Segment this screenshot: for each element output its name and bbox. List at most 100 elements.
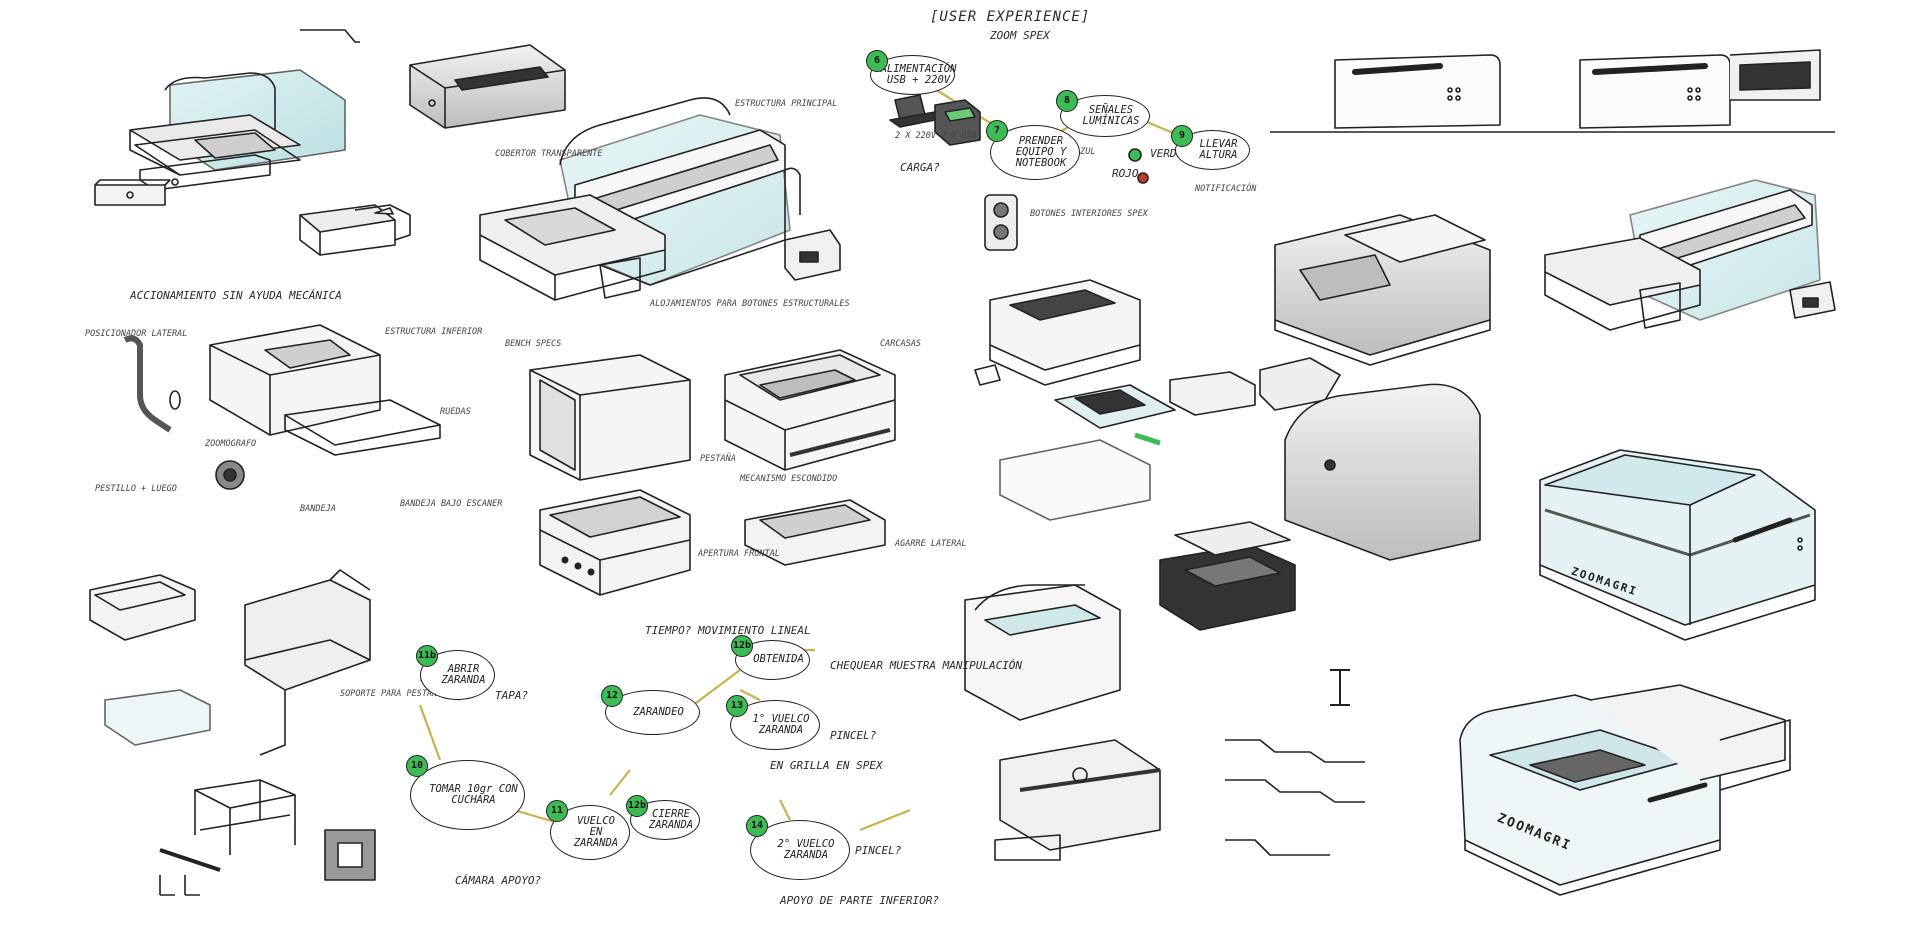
ux-step-obtenida: 12b OBTENIDA [731, 635, 810, 680]
note-chequear: CHEQUEAR MUESTRA MANIPULACIÓN [830, 659, 1023, 672]
ux-step-14-label: 2° VUELCO ZARANDA [777, 837, 835, 861]
ux-step-cierre-label: CIERRE ZARANDA [648, 807, 694, 831]
sketch-status-lights [1128, 148, 1149, 184]
sketch-main-unit-copy [1544, 179, 1836, 331]
ux-step-13-label: 1° VUELCO ZARANDA [752, 712, 810, 736]
section-bench: BENCH SPECS [505, 339, 562, 349]
ux-step-6: 6 ALIMENTACIÓN USB + 220V [866, 50, 957, 95]
note-carga: CARGA? [900, 161, 940, 174]
note-agarre: AGARRE LATERAL [895, 539, 967, 549]
note-tapa: TAPA? [495, 689, 529, 702]
section-carcasas: CARCASAS [880, 339, 921, 349]
sketch-notebook [889, 94, 946, 128]
note-bandeja-bajo: BANDEJA BAJO ESCANER [400, 499, 503, 509]
note-pincel-2: PINCEL? [855, 844, 902, 857]
sketch-frame-exploded [123, 324, 441, 490]
ux-step-7-number: 7 [986, 120, 1008, 142]
note-ascensores: ALOJAMIENTOS PARA BOTONES ESTRUCTURALES [650, 299, 850, 309]
sketch-unit-grey-round [1284, 383, 1481, 561]
note-camara: CÁMARA APOYO? [455, 874, 542, 887]
ux-step-7: 7 PRENDER EQUIPO Y NOTEBOOK [986, 120, 1080, 180]
sketch-cube-light [1169, 357, 1341, 416]
note-cobertor: COBERTOR TRANSPARENTE [495, 149, 603, 159]
sketch-unit-small [934, 99, 981, 146]
note-ruedas: RUEDAS [440, 407, 471, 417]
note-estructura-principal: ESTRUCTURA PRINCIPAL [735, 99, 838, 109]
note-pestillo: PESTILLO + LUEGO [95, 484, 177, 494]
ux-step-10-number: 10 [406, 755, 428, 777]
ux-step-6-number: 6 [866, 50, 888, 72]
ux-step-8: 8 SEÑALES LUMÍNICAS [1056, 90, 1150, 137]
ux-step-9: 9 LLEVAR ALTURA [1171, 125, 1250, 170]
ux-step-6-label: ALIMENTACIÓN USB + 220V [880, 62, 957, 86]
ux-step-14-number: 14 [746, 815, 768, 837]
note-soporte: SOPORTE PARA PESTAÑAS [340, 689, 448, 699]
sketch-center-bottom-unit [964, 584, 1161, 861]
sketch-table-frame [159, 779, 296, 872]
sketch-drawer-unit [129, 69, 346, 191]
page-subtitle: ZOOM SPEX [990, 29, 1050, 42]
ux-step-12-number: 12 [601, 685, 623, 707]
note-posicionador: POSICIONADOR LATERAL [85, 329, 188, 339]
ux-step-abrir-number: 11b [416, 645, 438, 667]
note-bandeja: BANDEJA [300, 504, 336, 514]
sketch-elevation-1 [1270, 54, 1565, 133]
sketch-profile-section [324, 829, 376, 881]
sketch-assembly-left [244, 569, 371, 756]
ux-step-11: 11 VUELCO EN ZARANDA [546, 800, 630, 860]
ux-step-11-label: VUELCO EN ZARANDA [573, 814, 619, 849]
ux-step-7-label: PRENDER EQUIPO Y NOTEBOOK [1015, 134, 1067, 169]
sketch-carcasa-2 [724, 349, 896, 471]
note-pincel-1: PINCEL? [830, 729, 877, 742]
note-mecanismo: MECANISMO ESCONDIDO [740, 474, 838, 484]
note-azul: AZUL [1075, 147, 1096, 157]
ux-step-cierre-number: 12b [626, 795, 648, 817]
note-tiempo: TIEMPO? MOVIMIENTO LINEAL [645, 624, 811, 637]
sketch-closed-box [409, 44, 566, 129]
section-accionamiento: ACCIONAMIENTO SIN AYUDA MECÁNICA [130, 289, 342, 302]
ux-step-cierre: 12b CIERRE ZARANDA [626, 795, 700, 840]
note-pestana: PESTAÑA [700, 454, 736, 464]
render-open-unit [1459, 684, 1791, 896]
ux-step-14: 14 2° VUELCO ZARANDA [746, 815, 850, 880]
ux-step-10: 10 TOMAR 10gr CON CUCHARA [406, 755, 525, 830]
note-rojo: ROJO [1112, 167, 1139, 180]
sketch-switch-pads [984, 194, 1018, 251]
note-en-grilla: EN GRILLA EN SPEX [770, 759, 883, 772]
note-apoyo-parte: APOYO DE PARTE INFERIOR? [780, 894, 939, 907]
note-alimentacion: 2 X 220V 2 X USB [895, 131, 977, 141]
ux-step-obtenida-label: OBTENIDA [753, 653, 804, 666]
note-apertura-frontal: APERTURA FRONTAL [698, 549, 780, 559]
ux-step-abrir: 11b ABRIR ZARANDA [416, 645, 495, 700]
note-botones: BOTONES INTERIORES SPEX [1030, 209, 1148, 219]
sketch-cube-dark [1159, 521, 1296, 631]
sketch-sliding-box [299, 204, 411, 256]
note-estructura-inferior: ESTRUCTURA INFERIOR [385, 327, 483, 337]
ux-step-abrir-label: ABRIR ZARANDA [441, 662, 486, 686]
note-notificacion: NOTIFICACIÓN [1195, 184, 1257, 194]
sketch-carcasa-4 [744, 499, 886, 566]
page-title: [USER EXPERIENCE] [930, 9, 1091, 25]
note-verde: VERDE [1150, 147, 1184, 160]
sketch-main-unit [479, 97, 801, 301]
ux-step-8-number: 8 [1056, 90, 1078, 112]
render-closed-unit [1539, 449, 1816, 641]
ux-step-13: 13 1° VUELCO ZARANDA [726, 695, 820, 750]
note-zoomografo: ZOOMOGRAFO [205, 439, 257, 449]
ux-step-9-label: LLEVAR ALTURA [1199, 137, 1238, 161]
sketch-carcasa-3 [539, 489, 691, 596]
ux-step-8-label: SEÑALES LUMÍNICAS [1082, 103, 1140, 127]
sketch-power-port [784, 229, 841, 281]
ux-step-12: 12 ZARANDEO [601, 685, 700, 735]
sketch-elevation-2 [1565, 49, 1835, 133]
sketch-drawer-front-small [94, 179, 171, 206]
sketch-tray-left [89, 574, 211, 746]
sketch-corner-bracket [159, 875, 200, 896]
ux-step-10-label: TOMAR 10gr CON CUCHARA [429, 782, 518, 806]
ux-step-11-number: 11 [546, 800, 568, 822]
ux-step-13-number: 13 [726, 695, 748, 717]
sketch-carcasa-1 [529, 354, 691, 481]
ux-step-obtenida-number: 12b [731, 635, 753, 657]
